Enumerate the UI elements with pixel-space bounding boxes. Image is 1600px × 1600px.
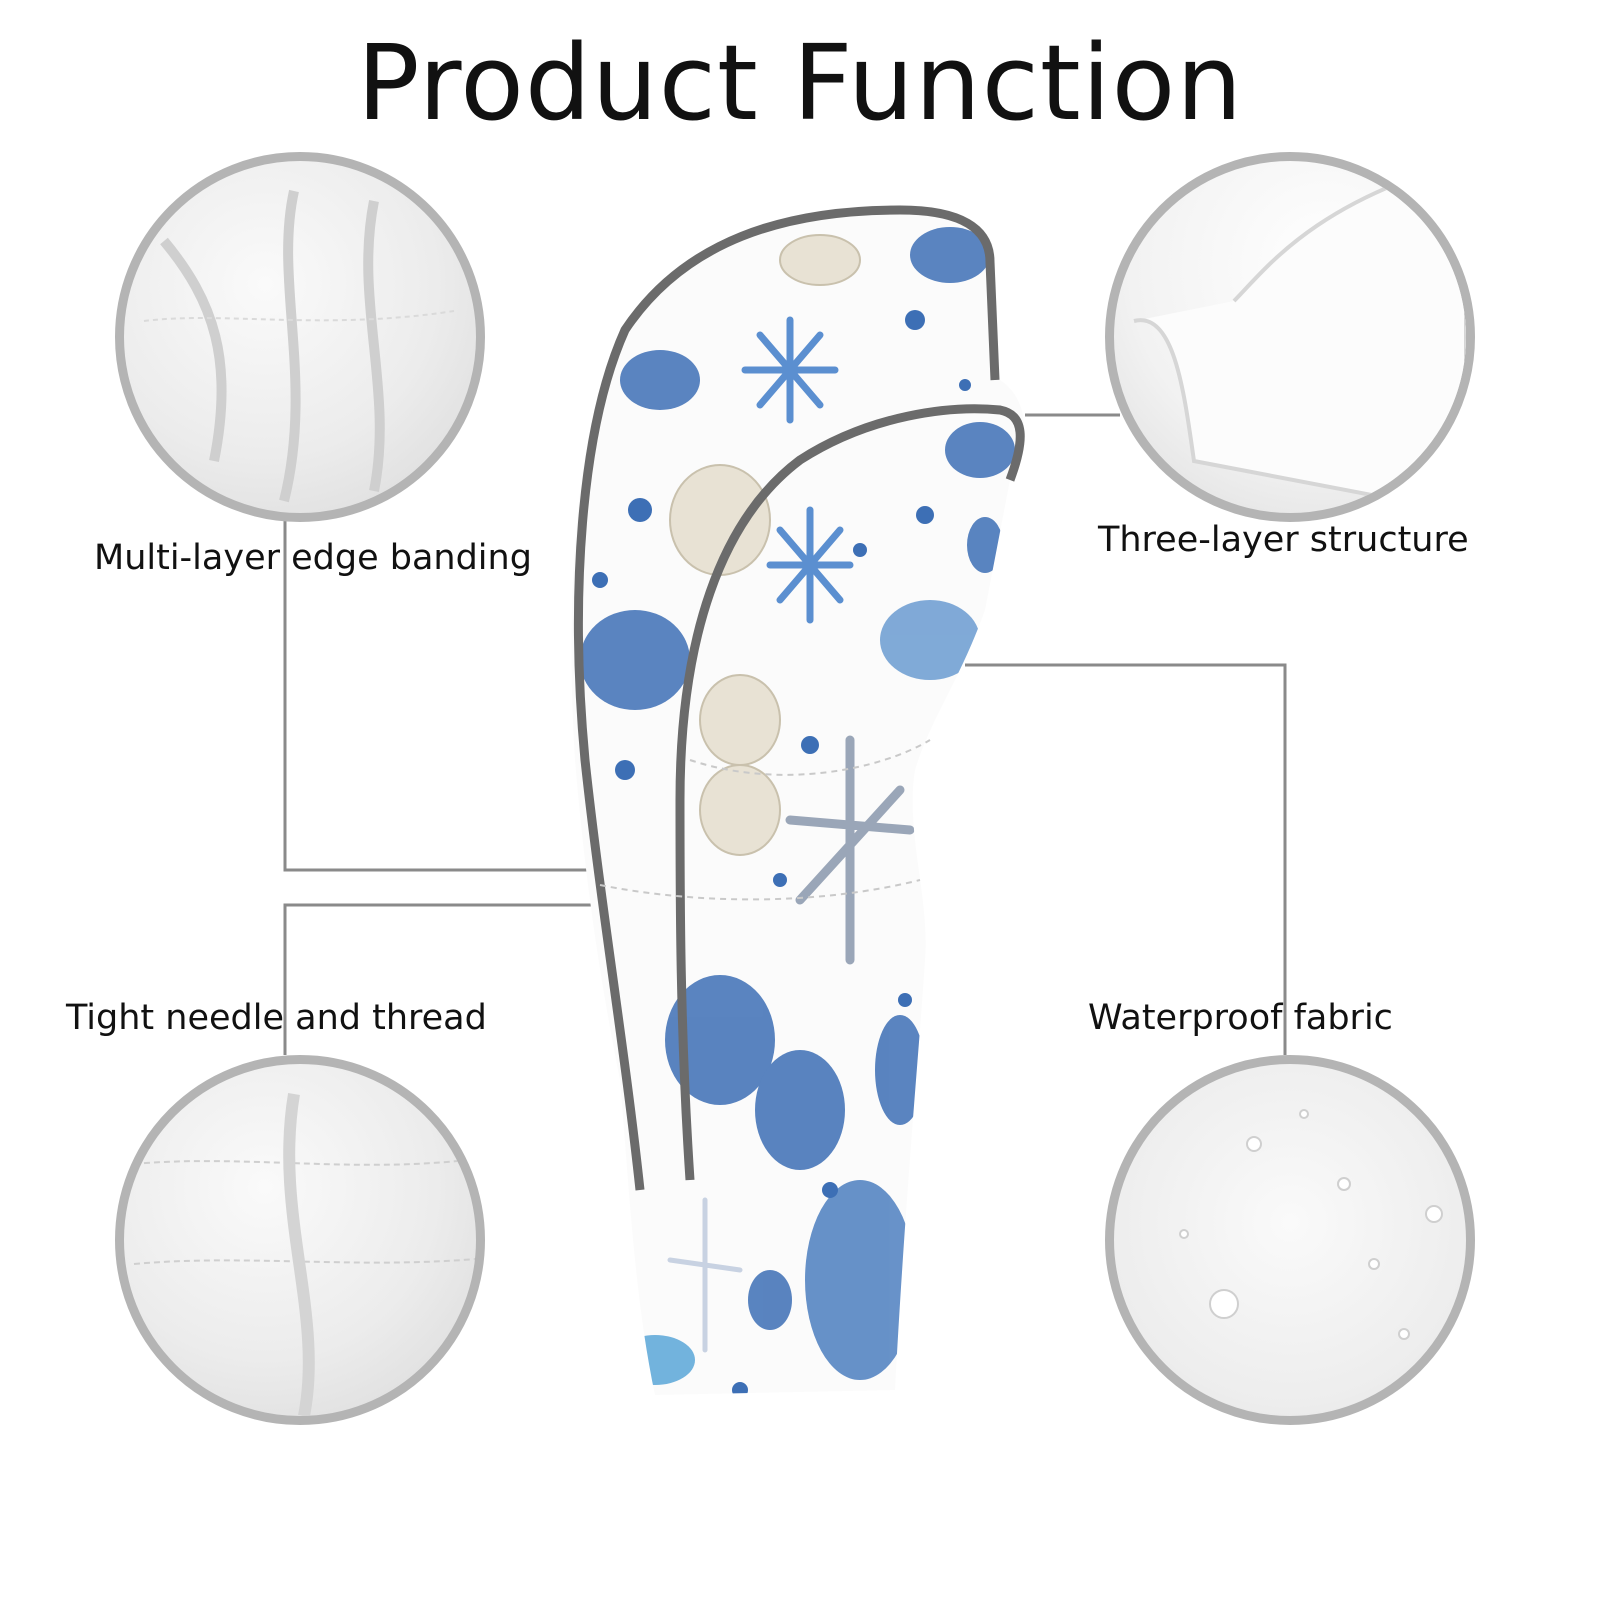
closeup-waterproof (1105, 1055, 1475, 1425)
feature-label-three-layer: Three-layer structure (1098, 520, 1469, 560)
feature-label-edge-banding: Multi-layer edge banding (94, 538, 532, 578)
closeup-edge-banding (115, 152, 485, 522)
feature-label-waterproof: Waterproof fabric (1088, 998, 1393, 1038)
closeup-three-layer (1105, 152, 1475, 522)
leader-line-waterproof (965, 663, 1287, 1055)
feature-label-needle-thread: Tight needle and thread (66, 998, 487, 1038)
leader-line-edge-banding (283, 512, 592, 872)
leader-line-needle-thread (283, 903, 592, 1055)
closeup-stitching (115, 1055, 485, 1425)
page-title: Product Function (356, 22, 1244, 144)
seashell-pattern (580, 227, 1015, 1395)
headcover-inner-trim (675, 404, 1025, 1181)
headcover-outer-trim (573, 205, 1000, 1191)
headcover-stitching (599, 739, 931, 901)
